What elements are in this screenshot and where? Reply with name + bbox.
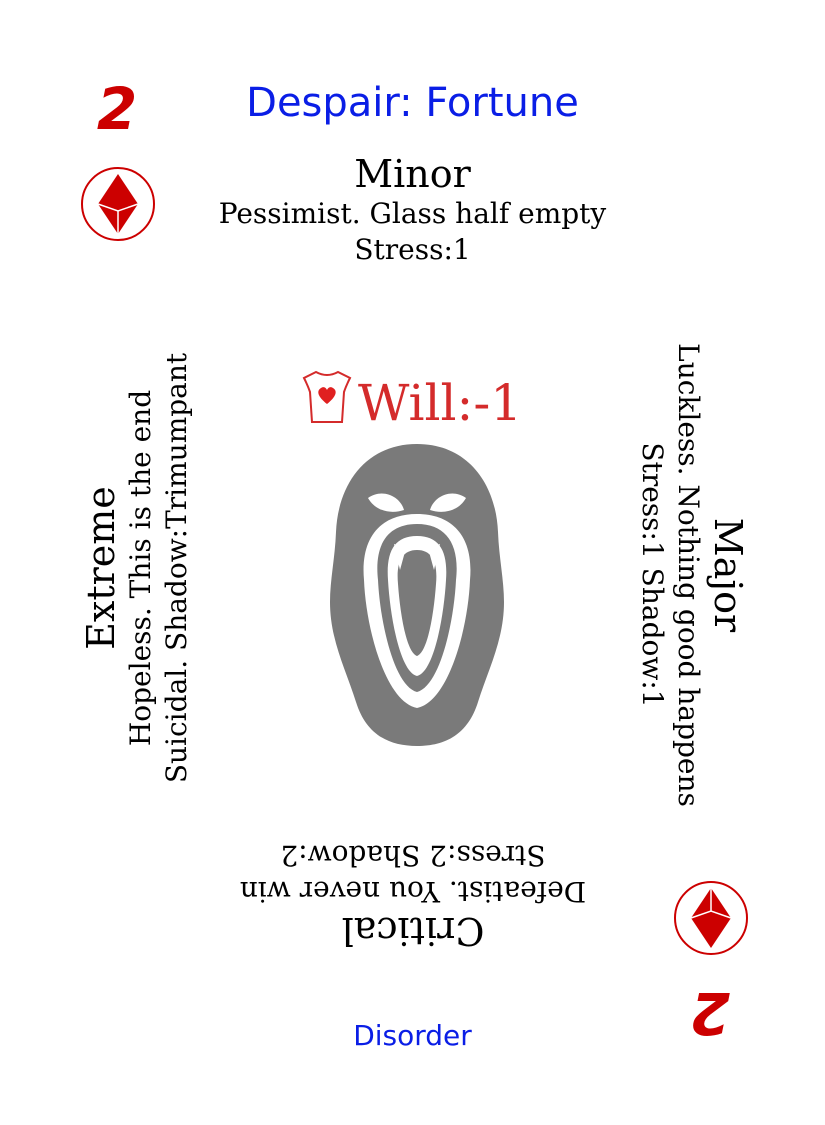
stat-line: Will:-1 [298, 366, 522, 439]
effect-heading: Extreme [79, 486, 123, 650]
effect-line: Luckless. Nothing good happens [672, 343, 705, 807]
effect-line: Suicidal. Shadow:Trimumpant [160, 352, 193, 784]
effect-line: Stress:2 Shadow:2 [280, 839, 546, 872]
effect-line: Stress:1 [354, 233, 471, 266]
effect-heading: Minor [354, 152, 471, 196]
diamond-suit-icon [673, 880, 749, 956]
screaming-face-icon [328, 440, 506, 752]
card-title: Despair: Fortune [246, 80, 579, 126]
card-footer: Disorder [353, 1019, 472, 1052]
effect-extreme: Extreme Hopeless. This is the end Suicid… [79, 353, 195, 783]
effect-minor: Minor Pessimist. Glass half empty Stress… [0, 152, 825, 268]
effect-line: Pessimist. Glass half empty [218, 197, 607, 230]
rank-top: 2 [96, 75, 138, 143]
torso-heart-icon [298, 366, 356, 439]
effect-line: Defeatist. You never win [239, 875, 587, 908]
effect-major: Major Luckless. Nothing good happens Str… [634, 343, 750, 807]
stat-text: Will:-1 [358, 373, 523, 432]
diamond-suit-icon [80, 166, 156, 242]
effect-heading: Critical [341, 909, 485, 953]
effect-line: Hopeless. This is the end [124, 389, 157, 747]
effect-heading: Major [706, 517, 750, 633]
effect-line: Stress:1 Shadow:1 [636, 442, 669, 708]
effect-critical: Critical Defeatist. You never win Stress… [240, 837, 586, 953]
